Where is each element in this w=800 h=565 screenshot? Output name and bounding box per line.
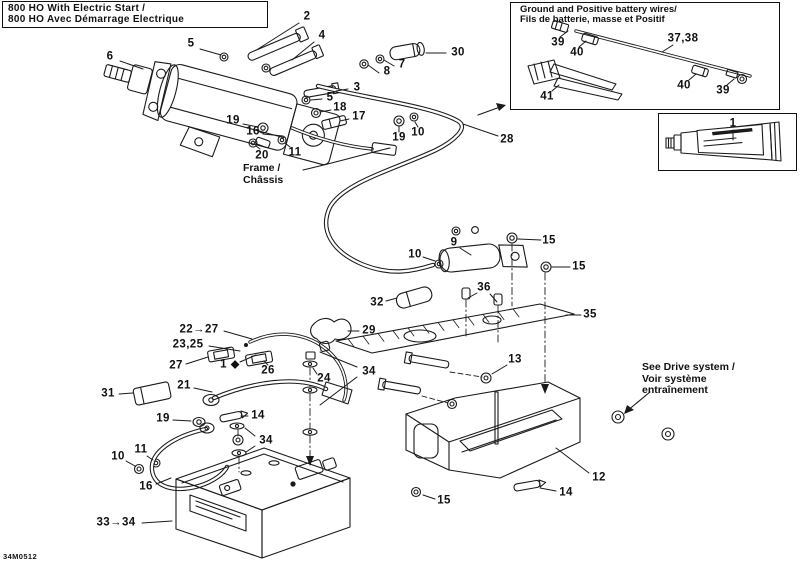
title-line-2: 800 HO Avec Démarrage Electrique [8, 14, 185, 25]
solenoid [395, 227, 527, 310]
part-callout: 22→27 [179, 323, 219, 336]
part-callout: 37,38 [667, 32, 699, 45]
part-callout: 10 [408, 248, 422, 261]
part-callout: 5 [187, 37, 195, 50]
part-callout: 12 [592, 471, 606, 484]
inset-wires-title-line-1: Ground and Positive battery wires/ [520, 4, 677, 15]
part-callout: 39 [551, 36, 565, 49]
part-callout: 4 [318, 29, 326, 42]
note-drive: See Drive system / Voir système entraîne… [642, 361, 735, 397]
part-callout: 6 [106, 50, 114, 63]
part-callout: 13 [508, 353, 522, 366]
battery-cables [135, 381, 353, 488]
part-callout: 7 [398, 58, 406, 71]
part-callout: 24 [317, 372, 331, 385]
part-callout: 14 [251, 409, 265, 422]
part-callout: 8 [383, 65, 391, 78]
part-callout: 15 [437, 494, 451, 507]
part-callout: 10 [411, 126, 425, 139]
part-callout: 26 [261, 364, 275, 377]
part-callout: 41 [540, 90, 554, 103]
part-callout: 11 [288, 146, 302, 159]
part-callout: 1 [729, 117, 737, 130]
note-frame: Frame / Châssis [243, 162, 284, 186]
part-callout: 28 [500, 133, 514, 146]
part-callout: 35 [583, 308, 597, 321]
inset-tube-box [658, 113, 797, 171]
part-callout: 19 [226, 114, 240, 127]
part-callout: 29 [362, 324, 376, 337]
inset-wires-box: Ground and Positive battery wires/ Fils … [510, 2, 780, 110]
part-callout: 5 [326, 91, 334, 104]
part-callout: 19 [156, 412, 170, 425]
part-callout: 10 [111, 450, 125, 463]
inset-tube-art [666, 122, 781, 161]
part-callout: 16 [246, 125, 260, 138]
part-callout: 16 [139, 480, 153, 493]
part-callout: 19 [392, 131, 406, 144]
part-callout: 18 [333, 101, 347, 114]
leader-lines [119, 23, 734, 523]
doc-code: 34M0512 [3, 552, 38, 561]
part-callout: 40 [677, 79, 691, 92]
part-callout: 1 ◆ [220, 358, 240, 371]
part-callout: 9 [450, 236, 458, 249]
part-callout: 30 [451, 46, 465, 59]
part-callout: 27 [169, 359, 183, 372]
part-callout: 14 [559, 486, 573, 499]
battery-harness-cable [292, 86, 506, 272]
note-drive-line-2: Voir système [642, 372, 707, 385]
part-callout: 15 [542, 234, 556, 247]
starter-bolts [220, 27, 425, 148]
battery-tray [378, 352, 674, 497]
part-callout: 40 [570, 46, 584, 59]
part-callout: 20 [255, 149, 269, 162]
part-callout: 15 [572, 260, 586, 273]
part-callout: 32 [370, 296, 384, 309]
note-drive-line-3: entraînement [642, 384, 708, 396]
part-callout: 21 [177, 379, 191, 392]
part-callout: 3 [353, 81, 361, 94]
note-drive-line-1: See Drive system / [642, 361, 735, 373]
battery [176, 448, 350, 558]
part-callout: 33→34 [96, 516, 136, 529]
note-frame-line-1: Frame / [243, 162, 281, 174]
part-callout: 2 [303, 10, 311, 23]
inset-wires-title-line-2: Fils de batterie, masse et Positif [520, 14, 665, 25]
part-callout: 34 [259, 434, 273, 447]
starter-motor [91, 46, 344, 186]
part-callout: 11 [134, 443, 148, 456]
part-callout: 34 [362, 365, 376, 378]
note-frame-line-2: Châssis [243, 173, 284, 186]
part-callout: 31 [101, 387, 115, 400]
title-box: 800 HO With Electric Start / 800 HO Avec… [2, 1, 268, 28]
part-callout: 39 [716, 84, 730, 97]
part-callout: 23,25 [172, 338, 204, 351]
mounting-plate [336, 233, 574, 394]
inset-wires-art [528, 20, 750, 100]
title-line-1: 800 HO With Electric Start / [8, 3, 146, 14]
part-callout: 17 [352, 110, 366, 123]
part-callout: 36 [477, 281, 491, 294]
